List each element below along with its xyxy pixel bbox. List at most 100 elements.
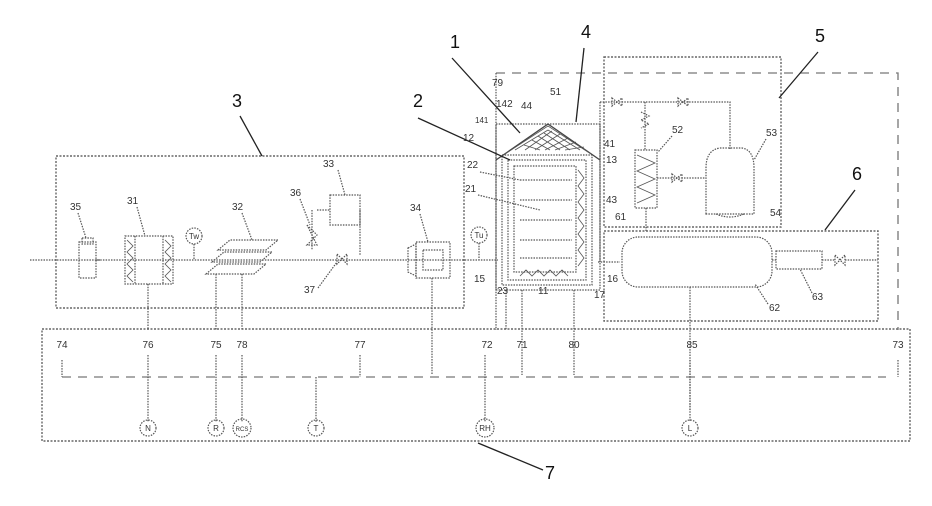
valve-5b <box>677 96 689 108</box>
label-54: 54 <box>770 208 782 219</box>
port-label-85: 85 <box>686 340 698 351</box>
label-36: 36 <box>290 188 302 199</box>
label-22: 22 <box>467 160 479 171</box>
unit-6-boundary <box>603 230 879 322</box>
valve-36 <box>305 224 318 246</box>
label-12: 12 <box>463 133 475 144</box>
label-61: 61 <box>615 212 627 223</box>
leader-33 <box>337 169 346 196</box>
leader-63 <box>799 268 813 294</box>
leader-53 <box>753 138 767 161</box>
system-label-7: 7 <box>545 463 555 483</box>
sensor-rh-label: RH <box>479 424 491 433</box>
port-label-71: 71 <box>516 340 528 351</box>
leader-4 <box>575 47 585 123</box>
sensor-r-label: R <box>213 424 219 433</box>
leader-5 <box>778 51 819 99</box>
leader-34 <box>419 213 429 243</box>
sensor-t-label: T <box>314 424 319 433</box>
sensor-l-label: L <box>688 424 693 433</box>
system-label-1: 1 <box>450 32 460 52</box>
sensor-r: R <box>207 419 225 437</box>
port-label-76: 76 <box>142 340 154 351</box>
label-31: 31 <box>127 196 139 207</box>
leader-22 <box>479 171 521 181</box>
label-63: 63 <box>812 292 824 303</box>
label-35: 35 <box>70 202 82 213</box>
component-31-exchanger <box>124 235 174 330</box>
label-15: 15 <box>474 274 486 285</box>
component-62-tank <box>621 236 773 410</box>
leader-62 <box>754 283 769 305</box>
label-32: 32 <box>232 202 244 213</box>
port-label-77: 77 <box>354 340 366 351</box>
label-23: 23 <box>497 286 509 297</box>
pipe-5-top <box>600 101 731 150</box>
leader-52 <box>657 135 673 153</box>
sensor-l: L <box>681 419 699 437</box>
label-13: 13 <box>606 155 618 166</box>
label-52: 52 <box>672 125 684 136</box>
port-label-73: 73 <box>892 340 904 351</box>
sensor-tu-label: Tu <box>474 231 483 240</box>
system-label-6: 6 <box>852 164 862 184</box>
label-44: 44 <box>521 101 533 112</box>
port-label-72: 72 <box>481 340 493 351</box>
label-43: 43 <box>606 195 618 206</box>
system-label-5: 5 <box>815 26 825 46</box>
port-label-74: 74 <box>56 340 68 351</box>
sensor-rcs-label: RCS <box>236 427 249 433</box>
leader-36 <box>299 198 311 226</box>
label-37: 37 <box>304 285 316 296</box>
label-53: 53 <box>766 128 778 139</box>
valve-5a <box>611 96 623 108</box>
leader-6 <box>824 189 856 231</box>
label-34: 34 <box>410 203 422 214</box>
leader-37 <box>317 261 338 289</box>
port-label-78: 78 <box>236 340 248 351</box>
system-label-4: 4 <box>581 22 591 42</box>
sensor-tw: Tw <box>185 227 203 260</box>
port-label-80: 80 <box>568 340 580 351</box>
leader-35 <box>77 212 87 239</box>
component-34-fan <box>407 241 451 375</box>
label-17: 17 <box>594 290 606 301</box>
sensor-n-label: N <box>145 424 151 433</box>
unit-5-boundary <box>603 56 782 228</box>
label-142: 142 <box>496 99 513 110</box>
leader-7 <box>477 442 544 471</box>
label-11: 11 <box>538 286 549 297</box>
control-7-boundary <box>41 328 911 442</box>
system-label-3: 3 <box>232 91 242 111</box>
label-51: 51 <box>550 87 562 98</box>
leader-2 <box>417 117 511 161</box>
leader-31 <box>136 206 146 237</box>
component-52-coil <box>634 102 706 231</box>
sensor-n: N <box>139 419 157 437</box>
system-label-2: 2 <box>413 91 423 111</box>
label-21: 21 <box>465 184 477 195</box>
label-41: 41 <box>604 139 616 150</box>
sensor-tw-label: Tw <box>189 232 199 241</box>
label-141: 141 <box>475 116 489 125</box>
chamber-enclosure <box>495 123 601 375</box>
component-53-tank <box>705 147 755 218</box>
component-33-unit <box>311 194 361 255</box>
leader-32 <box>241 212 253 241</box>
sensor-t: T <box>307 419 325 437</box>
component-32-panel <box>204 239 280 330</box>
leader-1 <box>451 57 521 134</box>
unit-3-boundary <box>55 155 465 309</box>
valve-37 <box>336 252 348 266</box>
leader-21 <box>477 194 541 211</box>
sensor-rh: RH <box>475 418 495 438</box>
sensor-tu: Tu <box>470 226 488 260</box>
signal-line-top <box>496 72 899 330</box>
port-label-75: 75 <box>210 340 222 351</box>
leader-3 <box>239 115 263 157</box>
label-79: 79 <box>492 78 504 89</box>
label-16: 16 <box>607 274 619 285</box>
sensor-rcs: RCS <box>232 418 252 438</box>
component-63-unit <box>772 250 878 270</box>
